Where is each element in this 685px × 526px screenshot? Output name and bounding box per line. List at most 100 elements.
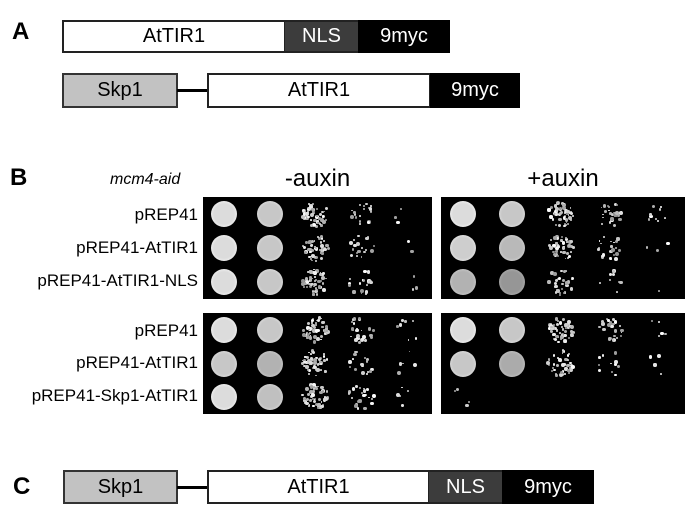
yeast-colony: [467, 400, 470, 403]
yeast-colony: [308, 335, 313, 340]
yeast-colony: [408, 350, 411, 353]
yeast-colony: [564, 367, 568, 371]
yeast-colony: [352, 357, 355, 360]
yeast-colony: [317, 219, 320, 222]
yeast-spot: [210, 316, 237, 343]
yeast-colony: [315, 356, 318, 359]
yeast-colony: [550, 206, 554, 210]
condition-minus-auxin: -auxin: [284, 165, 351, 192]
yeast-colony: [365, 360, 369, 363]
yeast-colony: [368, 369, 372, 373]
yeast-colony: [611, 322, 615, 326]
yeast-colony: [317, 221, 320, 225]
yeast-colony: [653, 363, 657, 367]
yeast-colony: [367, 327, 372, 331]
yeast-colony: [613, 213, 618, 218]
yeast-colony: [317, 397, 322, 402]
yeast-colony: [611, 214, 614, 217]
yeast-colony: [608, 321, 612, 324]
yeast-colony: [359, 203, 362, 206]
yeast-colony: [560, 338, 563, 341]
yeast-colony: [305, 397, 309, 402]
yeast-colony: [548, 244, 552, 248]
yeast-colony: [611, 317, 616, 322]
yeast-colony: [368, 207, 372, 211]
yeast-colony: [563, 208, 568, 213]
yeast-colony: [311, 208, 315, 212]
yeast-colony: [556, 201, 559, 204]
yeast-colony: [598, 355, 602, 359]
yeast-colony: [556, 363, 560, 367]
yeast-colony: [354, 385, 358, 388]
yeast-colony: [306, 271, 309, 273]
yeast-colony: [319, 357, 323, 361]
yeast-colony: [310, 357, 314, 361]
yeast-colony: [312, 358, 317, 363]
yeast-colony: [608, 278, 612, 282]
yeast-colony: [308, 328, 310, 331]
yeast-colony: [546, 361, 551, 365]
yeast-colony: [322, 288, 326, 292]
yeast-colony: [563, 322, 568, 327]
yeast-colony: [302, 212, 307, 216]
yeast-colony: [356, 327, 358, 330]
yeast-colony: [305, 365, 309, 369]
yeast-colony: [563, 209, 566, 212]
yeast-colony: [312, 400, 317, 404]
yeast-colony: [301, 362, 305, 366]
yeast-colony: [305, 361, 309, 365]
yeast-colony: [319, 256, 323, 260]
yeast-colony: [557, 243, 560, 246]
yeast-colony: [307, 210, 310, 213]
yeast-colony: [396, 325, 399, 328]
yeast-colony: [355, 328, 359, 333]
yeast-colony: [362, 208, 366, 211]
yeast-colony: [556, 289, 560, 293]
yeast-colony: [659, 208, 662, 211]
yeast-spot: [210, 384, 237, 411]
yeast-colony: [619, 334, 622, 337]
yeast-colony: [304, 212, 309, 216]
yeast-colony: [323, 332, 326, 336]
yeast-colony: [609, 273, 613, 277]
yeast-colony: [305, 401, 309, 406]
yeast-colony: [363, 251, 366, 254]
yeast-spot: [256, 201, 283, 227]
yeast-colony: [656, 354, 661, 358]
yeast-colony: [551, 369, 554, 372]
yeast-colony: [547, 280, 550, 283]
yeast-colony: [549, 246, 554, 251]
segment-9myc: 9myc: [358, 20, 450, 53]
yeast-colony: [599, 282, 602, 285]
yeast-colony: [561, 246, 566, 250]
yeast-colony: [302, 244, 304, 247]
yeast-colony: [309, 243, 314, 247]
yeast-spot: [499, 201, 526, 227]
yeast-colony: [367, 279, 372, 284]
yeast-colony: [561, 362, 566, 367]
yeast-colony: [555, 213, 559, 216]
yeast-colony: [569, 361, 573, 365]
yeast-colony: [361, 364, 365, 368]
yeast-colony: [614, 246, 618, 250]
yeast-colony: [558, 320, 563, 325]
segment-skp1: Skp1: [63, 470, 178, 504]
yeast-colony: [347, 392, 351, 395]
yeast-colony: [563, 329, 568, 334]
yeast-colony: [316, 363, 320, 366]
yeast-colony: [570, 364, 575, 369]
yeast-colony: [311, 277, 313, 280]
yeast-colony: [606, 318, 610, 322]
yeast-colony: [371, 398, 374, 401]
yeast-colony: [314, 280, 317, 283]
yeast-colony: [308, 331, 312, 335]
yeast-colony: [610, 240, 612, 243]
segment-attir1: AtTIR1: [207, 73, 431, 108]
yeast-colony: [349, 335, 352, 338]
yeast-colony: [565, 213, 568, 216]
yeast-colony: [360, 362, 364, 367]
segment-attir1: AtTIR1: [207, 470, 430, 504]
yeast-colony: [615, 251, 620, 256]
yeast-colony: [352, 318, 355, 321]
yeast-colony: [550, 326, 553, 329]
